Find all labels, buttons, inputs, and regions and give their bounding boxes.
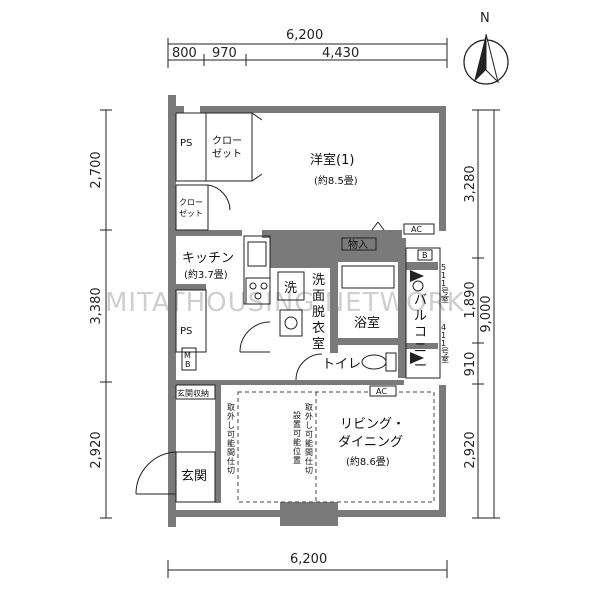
living-name-line1: リビング・ [340,417,405,432]
partition-right-a-c3: し [305,421,313,430]
dim-top-total: 6,200 [286,28,323,43]
floor-511-c1: 5 [441,263,446,272]
dim-right-2920: 2,920 [463,431,478,468]
left-dimensions: 2,700 3,380 2,920 [89,109,112,519]
partition-left-c4: 可 [227,430,235,439]
dim-right-910: 910 [463,352,478,377]
partition-right-a-c6: 間 [305,448,313,457]
floor-511-c5: 室 [441,294,449,304]
wash-room-char-4: 衣 [312,320,325,336]
bath-name: 浴室 [354,315,380,331]
b-mark: B [422,251,428,260]
balcony-char-4: ニ [414,341,427,356]
mb-label-b: B [185,360,191,369]
upper-left-storage: PS クロー ゼット クロー ゼット [175,112,263,231]
partition-right-b-c3: 可 [293,429,301,438]
dim-left-3380: 3,380 [89,287,104,324]
partition-left-c5: 能 [227,438,235,448]
mb-label-m: M [184,351,191,360]
wash-room-char-5: 室 [312,336,325,352]
partition-left-c8: 切 [227,466,235,475]
partition-left-c6: 間 [227,448,235,457]
floor-411-c5: 室 [441,354,449,364]
partition-right-a-c8: 切 [305,466,313,475]
wash-room-char-3: 脱 [312,305,325,320]
wash-room: 洗 洗 面 脱 衣 室 [239,271,325,353]
partition-left-c1: 取 [227,403,235,412]
bottom-dimensions: 6,200 [167,552,448,578]
western-room-name: 洋室(1) [310,152,354,168]
ps-mid-label: PS [180,326,192,337]
toilet-name: トイレ [322,357,361,372]
balcony-char-5: ー [414,359,427,374]
dim-right-1890: 1,890 [463,281,478,318]
partition-right-b-c5: 位 [293,446,301,456]
compass-north-label: N [480,11,490,26]
western-room-size: (約8.5畳) [314,174,358,187]
top-dimensions: 6,200 800 970 4,430 [167,28,448,68]
partition-right-a-c2: 外 [305,411,313,421]
floor-511-c2: 1 [441,271,446,280]
balcony-char-1: バ [414,293,427,308]
washer-label: 洗 [284,281,297,296]
dim-right-3280: 3,280 [463,165,478,202]
floor-411-c4: 号 [441,347,449,356]
western-room: 洋室(1) (約8.5畳) 物入 AC [310,152,435,251]
floor-411-c2: 1 [441,331,446,340]
entrance: 玄関収納 玄関 [135,384,216,503]
kitchen: キッチン (約3.7畳) PS M B [175,235,271,371]
kitchen-name: キッチン [182,251,234,266]
balcony-char-3: コ [414,325,427,340]
closet2-line1: クロー [179,198,203,207]
closet2-line2: ゼット [179,208,203,218]
partition-right-b-c6: 置 [293,456,301,465]
dim-top-800: 800 [172,46,197,61]
entrance-storage-label: 玄関収納 [177,388,209,398]
partition-right-a-c1: 取 [305,403,313,412]
closet1-line1: クロー [212,135,242,147]
partition-right-a-c4: 可 [305,430,313,439]
partition-right-b-c4: 能 [293,437,301,447]
dim-left-2920: 2,920 [89,431,104,468]
dim-top-970: 970 [212,46,237,61]
ac-living-label: AC [376,387,387,396]
dim-right-total-9000: 9,000 [479,295,494,332]
partition-right-a-c7: 仕 [305,456,313,466]
storage-label: 物入 [348,238,368,251]
partition-left-c3: し [227,421,235,430]
bath: 浴室 [341,265,395,331]
closet1-line2: ゼット [212,148,242,160]
ps-top-label: PS [180,138,192,149]
dim-bottom-total: 6,200 [290,552,327,567]
living-size: (約8.6畳) [346,455,390,468]
partition-right-a-c5: 能 [305,438,313,448]
dim-left-2700: 2,700 [89,151,104,188]
toilet: トイレ [295,352,397,381]
entrance-name: 玄関 [181,469,207,484]
ac-top-label: AC [411,225,422,234]
partition-right-b-c1: 設 [293,410,301,420]
floor-511-c4: 号 [441,287,449,296]
balcony-char-2: ル [414,309,427,324]
wash-room-char-1: 洗 [312,273,325,288]
right-dimensions: 3,280 1,890 910 2,920 9,000 [463,109,500,519]
kitchen-size: (約3.7畳) [184,268,228,281]
wash-room-char-2: 面 [312,289,325,304]
floor-511-c3: 1 [441,279,446,288]
dim-top-4430: 4,430 [322,46,359,61]
floor-411-c1: 4 [441,323,446,332]
balcony: B バ ル コ ニ ー 5 1 1 号 室 4 1 1 号 室 [405,247,449,379]
living-dining: AC リビング・ ダイニング (約8.6畳) 取 外 し 可 能 間 仕 切 取… [227,385,435,503]
partition-left-c2: 外 [227,411,235,421]
floor-411-c3: 1 [441,339,446,348]
north-compass-icon: N [463,11,509,85]
partition-left-c7: 仕 [227,456,235,466]
partition-right-b-c2: 置 [293,420,301,429]
living-name-line2: ダイニング [338,435,403,450]
